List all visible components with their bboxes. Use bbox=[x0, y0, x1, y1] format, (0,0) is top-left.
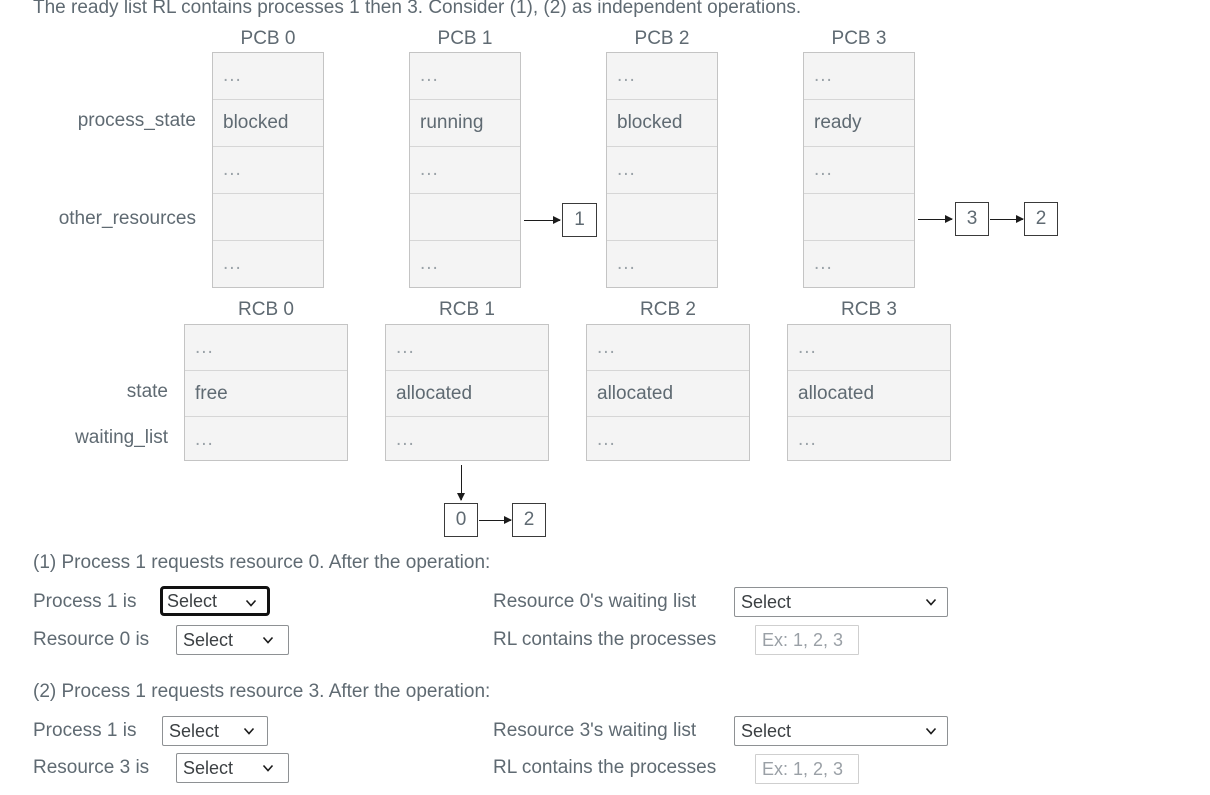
pcb-3-row-other-resources bbox=[804, 194, 914, 241]
pcb-0-row-other-resources bbox=[213, 194, 323, 241]
intro-text: The ready list RL contains processes 1 t… bbox=[33, 0, 802, 18]
rcb-3-row-state: allocated bbox=[788, 371, 950, 417]
pcb-0-row-2: ... bbox=[213, 147, 323, 194]
rcb-2-box: ... allocated ... bbox=[586, 324, 750, 461]
question-1-waiting-select[interactable]: Select bbox=[734, 587, 948, 617]
pcb-2-row-4: ... bbox=[617, 253, 636, 274]
rcb-1-row-0: ... bbox=[386, 325, 548, 371]
pcb-1-row-other-resources bbox=[410, 194, 520, 241]
pcb-2-row-other-resources bbox=[607, 194, 717, 241]
rcb-3-row-waiting-list: ... bbox=[798, 428, 817, 450]
label-state: state bbox=[126, 381, 168, 402]
question-1-process-label: Process 1 is bbox=[33, 591, 137, 612]
rcb-0-row-0: ... bbox=[185, 325, 347, 371]
question-1-waiting-label: Resource 0's waiting list bbox=[493, 591, 697, 612]
pcb-3-row-process-state: ready bbox=[804, 100, 914, 147]
label-process-state: process_state bbox=[77, 110, 196, 131]
pcb-1-row-process-state: running bbox=[410, 100, 520, 147]
pcb-3-node-link-arrow bbox=[990, 215, 1024, 223]
rcb-3-box: ... allocated ... bbox=[787, 324, 951, 461]
pcb-2-row-0: ... bbox=[607, 53, 717, 100]
rcb-1-waiting-node-0: 0 bbox=[444, 503, 478, 537]
rcb-2-row-state: allocated bbox=[587, 371, 749, 417]
question-2-process-select[interactable]: Select bbox=[162, 716, 268, 746]
pcb-1-row-4: ... bbox=[420, 253, 439, 274]
pcb-2-row-process-state: blocked bbox=[607, 100, 717, 147]
question-1-rl-label: RL contains the processes bbox=[493, 629, 717, 650]
pcb-0-title: PCB 0 bbox=[240, 28, 296, 49]
label-waiting-list: waiting_list bbox=[75, 427, 168, 448]
pcb-2-row-2: ... bbox=[607, 147, 717, 194]
question-2-resource-select[interactable]: Select bbox=[176, 753, 289, 783]
rcb-2-row-0: ... bbox=[587, 325, 749, 371]
pcb-1-box: ... running ... ... bbox=[409, 52, 521, 288]
rcb-1-waiting-node-link-arrow bbox=[479, 516, 512, 524]
pcb-3-row-2: ... bbox=[804, 147, 914, 194]
question-2-waiting-label: Resource 3's waiting list bbox=[493, 720, 697, 741]
pcb-2-title: PCB 2 bbox=[634, 28, 690, 49]
question-2-waiting-select[interactable]: Select bbox=[734, 716, 948, 746]
label-other-resources: other_resources bbox=[58, 208, 196, 229]
pcb-0-box: ... blocked ... ... bbox=[212, 52, 324, 288]
question-1-rl-input[interactable] bbox=[755, 625, 859, 655]
question-2-rl-input[interactable] bbox=[755, 754, 859, 784]
pcb-2-box: ... blocked ... ... bbox=[606, 52, 718, 288]
rcb-3-row-0: ... bbox=[788, 325, 950, 371]
rcb-1-row-state: allocated bbox=[386, 371, 548, 417]
question-2-process-label: Process 1 is bbox=[33, 720, 137, 741]
pcb-3-title: PCB 3 bbox=[831, 28, 887, 49]
question-1-resource-select[interactable]: Select bbox=[176, 625, 289, 655]
pcb-1-resource-node-0: 1 bbox=[562, 203, 597, 237]
pcb-0-row-process-state: blocked bbox=[213, 100, 323, 147]
rcb-0-box: ... free ... bbox=[184, 324, 348, 461]
pcb-3-box: ... ready ... ... bbox=[803, 52, 915, 288]
pcb-1-to-node-arrow bbox=[524, 216, 561, 224]
rcb-3-title: RCB 3 bbox=[841, 299, 897, 320]
pcb-3-row-4: ... bbox=[814, 253, 833, 274]
pcb-1-row-0: ... bbox=[410, 53, 520, 100]
pcb-3-row-0: ... bbox=[804, 53, 914, 100]
rcb-1-box: ... allocated ... bbox=[385, 324, 549, 461]
question-1-heading: (1) Process 1 requests resource 0. After… bbox=[33, 552, 491, 573]
question-1-process-select[interactable]: Select bbox=[160, 586, 270, 616]
question-1-resource-label: Resource 0 is bbox=[33, 629, 150, 650]
rcb-0-row-waiting-list: ... bbox=[195, 428, 214, 450]
rcb-1-row-waiting-list: ... bbox=[396, 428, 415, 450]
rcb-1-waiting-list-arrow bbox=[457, 465, 465, 501]
pcb-1-title: PCB 1 bbox=[437, 28, 493, 49]
rcb-1-waiting-node-1: 2 bbox=[512, 503, 546, 537]
question-2-heading: (2) Process 1 requests resource 3. After… bbox=[33, 681, 491, 702]
rcb-1-title: RCB 1 bbox=[439, 299, 495, 320]
pcb-0-row-4: ... bbox=[223, 253, 242, 274]
rcb-0-title: RCB 0 bbox=[238, 299, 294, 320]
rcb-2-row-waiting-list: ... bbox=[597, 428, 616, 450]
pcb-3-resource-node-1: 2 bbox=[1024, 202, 1058, 236]
pcb-3-to-node-arrow bbox=[918, 215, 953, 223]
pcb-3-resource-node-0: 3 bbox=[955, 202, 989, 236]
rcb-0-row-state: free bbox=[185, 371, 347, 417]
question-2-rl-label: RL contains the processes bbox=[493, 757, 717, 778]
rcb-2-title: RCB 2 bbox=[640, 299, 696, 320]
question-2-resource-label: Resource 3 is bbox=[33, 757, 150, 778]
pcb-0-row-0: ... bbox=[213, 53, 323, 100]
pcb-1-row-2: ... bbox=[410, 147, 520, 194]
